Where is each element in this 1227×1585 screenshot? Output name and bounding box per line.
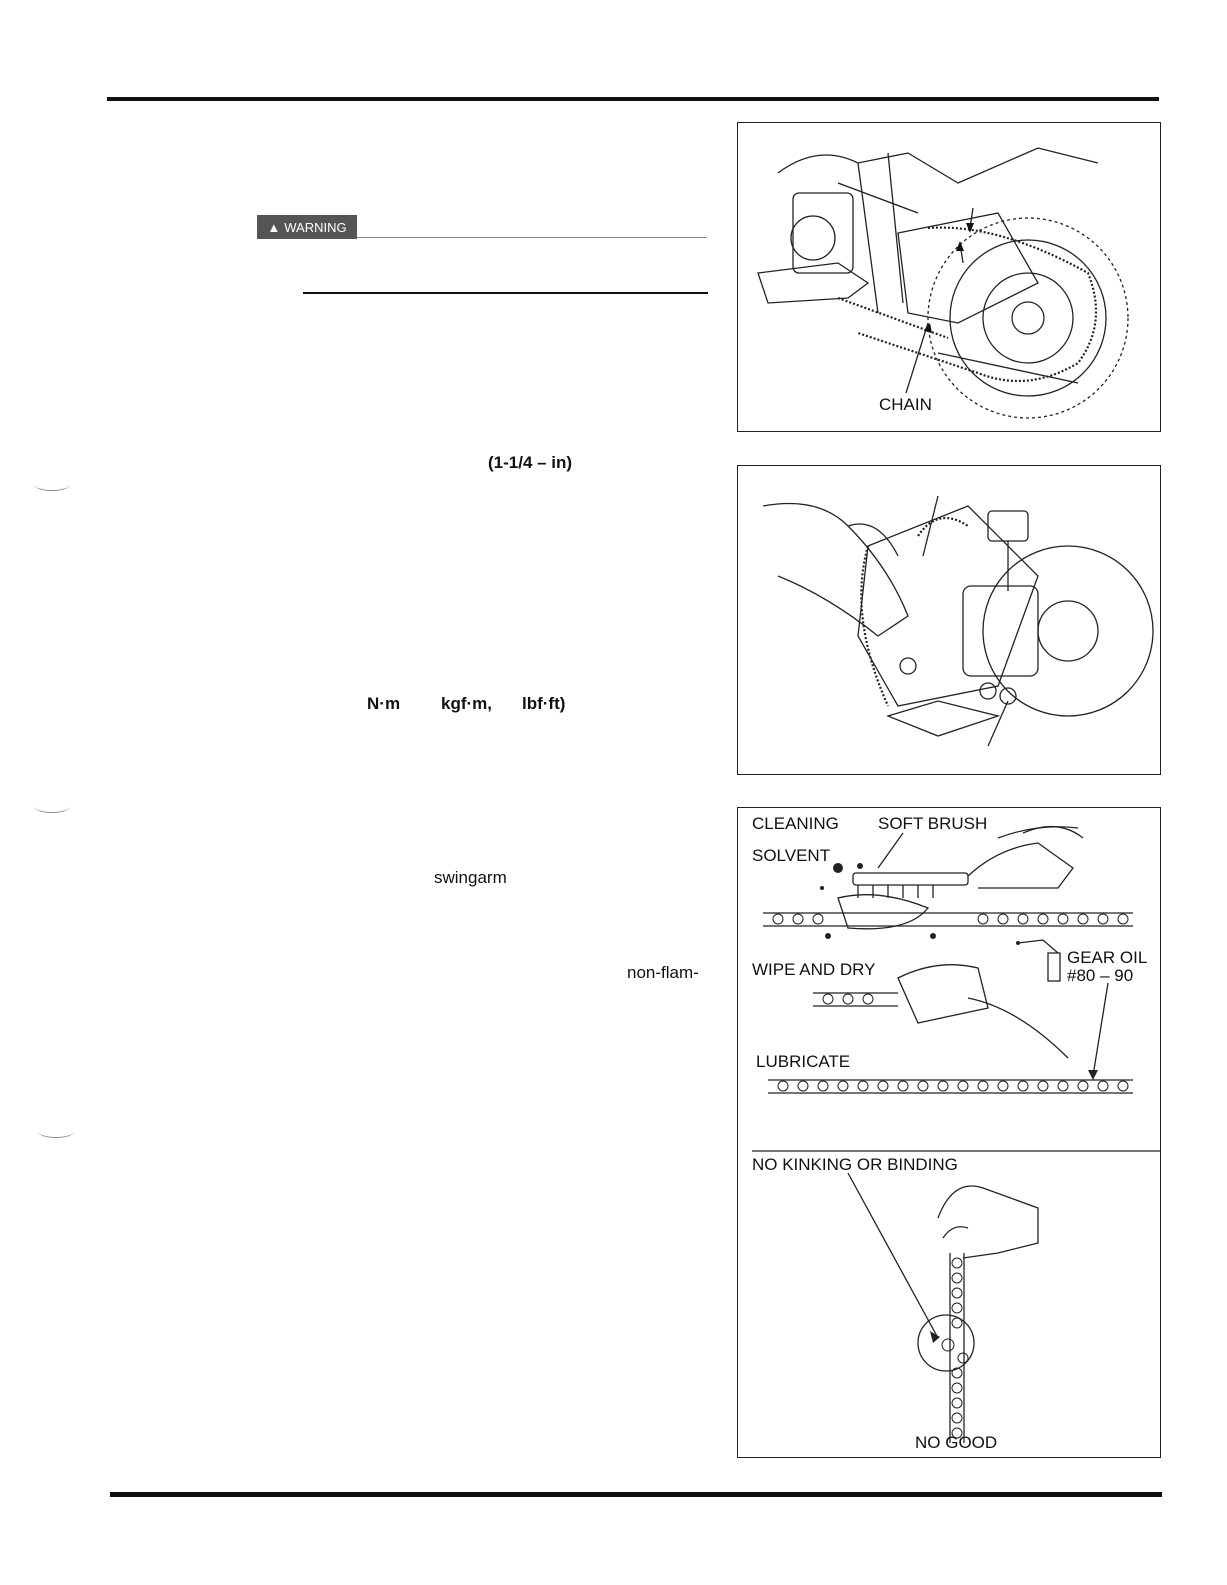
binding-mark-1 — [34, 478, 70, 491]
binding-mark-3 — [38, 1125, 74, 1138]
warning-triangle-icon: ▲ — [267, 219, 281, 235]
lubricate-label: LUBRICATE — [756, 1052, 851, 1071]
figure-inspection: NO KINKING OR BINDING NO GOOD — [737, 1113, 1161, 1458]
soft-brush-label: SOFT BRUSH — [878, 814, 988, 833]
gear-oil-grade-label: #80 – 90 — [1067, 966, 1134, 985]
figure-axle-adjust — [737, 465, 1161, 775]
no-good-label: NO GOOD — [915, 1433, 998, 1452]
cleaning-label: CLEANING — [752, 814, 839, 833]
chain-label: CHAIN — [879, 395, 932, 414]
binding-mark-2 — [34, 800, 70, 813]
chain-row-1 — [763, 912, 1133, 927]
figure-cleaning: CLEANING SOFT BRUSH SOLVENT WIPE AND DRY… — [737, 807, 1161, 1115]
warning-badge: ▲ WARNING — [257, 215, 357, 239]
footer-rule — [110, 1492, 1162, 1497]
inspection-illustration — [752, 1150, 1160, 1443]
wipe-dry-label: WIPE AND DRY — [752, 960, 876, 979]
oil-can-label: OIL — [1050, 956, 1060, 969]
warning-bottom-rule — [303, 292, 708, 294]
torque-nm: N·m — [367, 694, 401, 713]
warning-label: WARNING — [284, 219, 347, 235]
nonflam-text: non-flam- — [627, 963, 699, 982]
warning-top-rule — [357, 237, 707, 238]
cleaning-illustration — [763, 825, 1133, 1094]
chain-slack-spec: (1-1/4 – in) — [488, 453, 573, 472]
figure-chain-slack: CHAIN — [737, 122, 1161, 432]
no-kinking-label: NO KINKING OR BINDING — [752, 1155, 958, 1174]
chain-slack-illustration — [757, 147, 1129, 419]
gear-oil-label: GEAR OIL — [1067, 948, 1148, 967]
torque-kgf: kgf·m, — [441, 694, 492, 713]
axle-adjust-illustration — [762, 495, 1154, 747]
swingarm-text: swingarm — [434, 868, 507, 887]
header-rule — [107, 97, 1159, 101]
torque-lbf: lbf·ft) — [522, 694, 566, 713]
solvent-label: SOLVENT — [752, 846, 831, 865]
